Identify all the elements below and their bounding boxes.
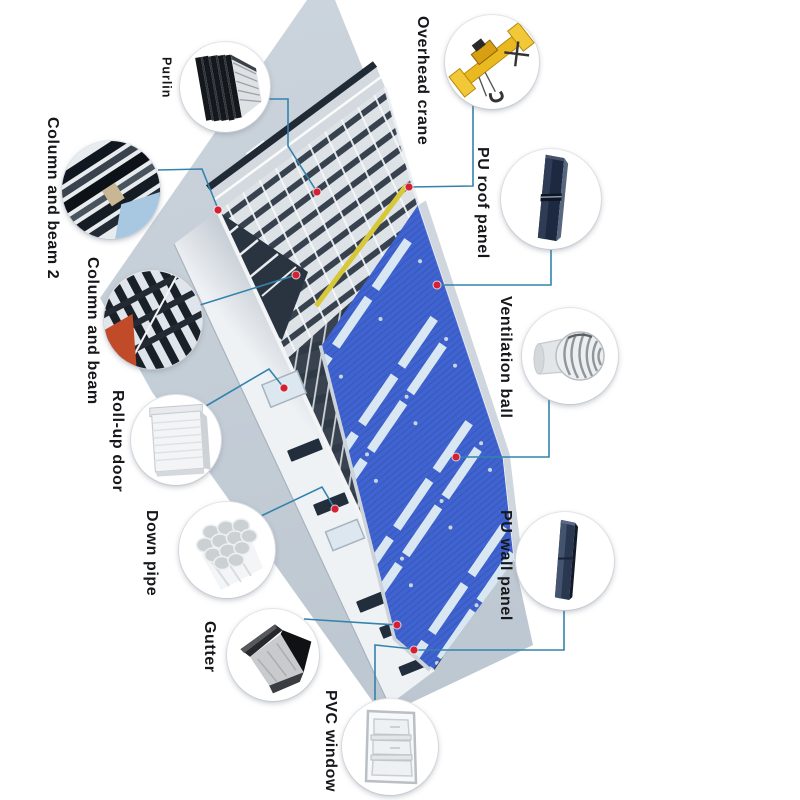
connector-column-and-beam bbox=[199, 274, 297, 306]
gable-end bbox=[205, 61, 385, 211]
marker-dots bbox=[213, 182, 461, 655]
marker-dot-column-and-beam-2 bbox=[213, 205, 223, 215]
marker-dot-pu-roof-panel bbox=[432, 280, 442, 290]
marker-dot-pu-wall-panel bbox=[409, 645, 419, 655]
callout-gutter-label: Gutter bbox=[201, 621, 218, 673]
callout-pu-roof-panel-label: PU roof panel bbox=[474, 147, 491, 259]
pvc-window-photo-icon bbox=[342, 699, 438, 795]
gutter-photo-icon bbox=[227, 609, 319, 701]
pu-wall-panel-photo-icon bbox=[516, 512, 614, 610]
overhead-crane-photo-icon bbox=[445, 15, 539, 109]
marker-dot-roll-up-door bbox=[279, 383, 289, 393]
marker-dot-gutter bbox=[392, 620, 402, 630]
callout-ventilation-ball-label: Ventilation ball bbox=[497, 296, 514, 419]
connector-purlin bbox=[267, 98, 318, 193]
pu-roof-panel-photo-icon bbox=[501, 149, 601, 249]
connector-lines bbox=[157, 98, 565, 700]
connector-pu-wall-panel bbox=[414, 610, 565, 651]
connector-down-pipe bbox=[260, 485, 336, 517]
marker-dot-column-and-beam bbox=[291, 270, 301, 280]
crane-runway-beam bbox=[314, 184, 408, 308]
marker-dot-ventilation-ball bbox=[451, 452, 461, 462]
column-beam-photo-icon bbox=[104, 271, 202, 369]
callout-pvc-window-label: PVC window bbox=[322, 690, 339, 792]
roll-up-door-photo-icon bbox=[131, 395, 221, 485]
connector-roll-up-door bbox=[205, 367, 285, 407]
connector-overhead-crane bbox=[408, 105, 474, 188]
column-beam-2-photo-icon bbox=[62, 141, 160, 239]
purlin-photo-icon bbox=[180, 42, 270, 132]
connector-pu-roof-panel bbox=[437, 248, 552, 286]
callout-down-pipe-label: Down pipe bbox=[143, 510, 160, 597]
ventilation-ball-photo-icon bbox=[522, 308, 618, 404]
callout-column-and-beam-2-label: Column and beam 2 bbox=[44, 117, 61, 280]
marker-dot-overhead-crane bbox=[404, 182, 414, 192]
callout-overhead-crane-label: Overhead crane bbox=[414, 16, 431, 146]
callout-pu-wall-panel-label: PU wall panel bbox=[497, 510, 514, 621]
connector-gutter bbox=[303, 618, 398, 626]
callout-roll-up-door-label: Roll-up door bbox=[109, 390, 126, 493]
callout-purlin-label: Purlin bbox=[159, 57, 174, 99]
marker-dot-down-pipe bbox=[330, 504, 340, 514]
connector-column-and-beam-2 bbox=[157, 168, 219, 210]
callout-column-and-beam-label: Column and beam bbox=[84, 257, 101, 405]
marker-dot-purlin bbox=[312, 187, 322, 197]
down-pipe-photo-icon bbox=[179, 502, 275, 598]
connector-pvc-window bbox=[374, 644, 414, 700]
connector-ventilation-ball bbox=[456, 399, 550, 458]
